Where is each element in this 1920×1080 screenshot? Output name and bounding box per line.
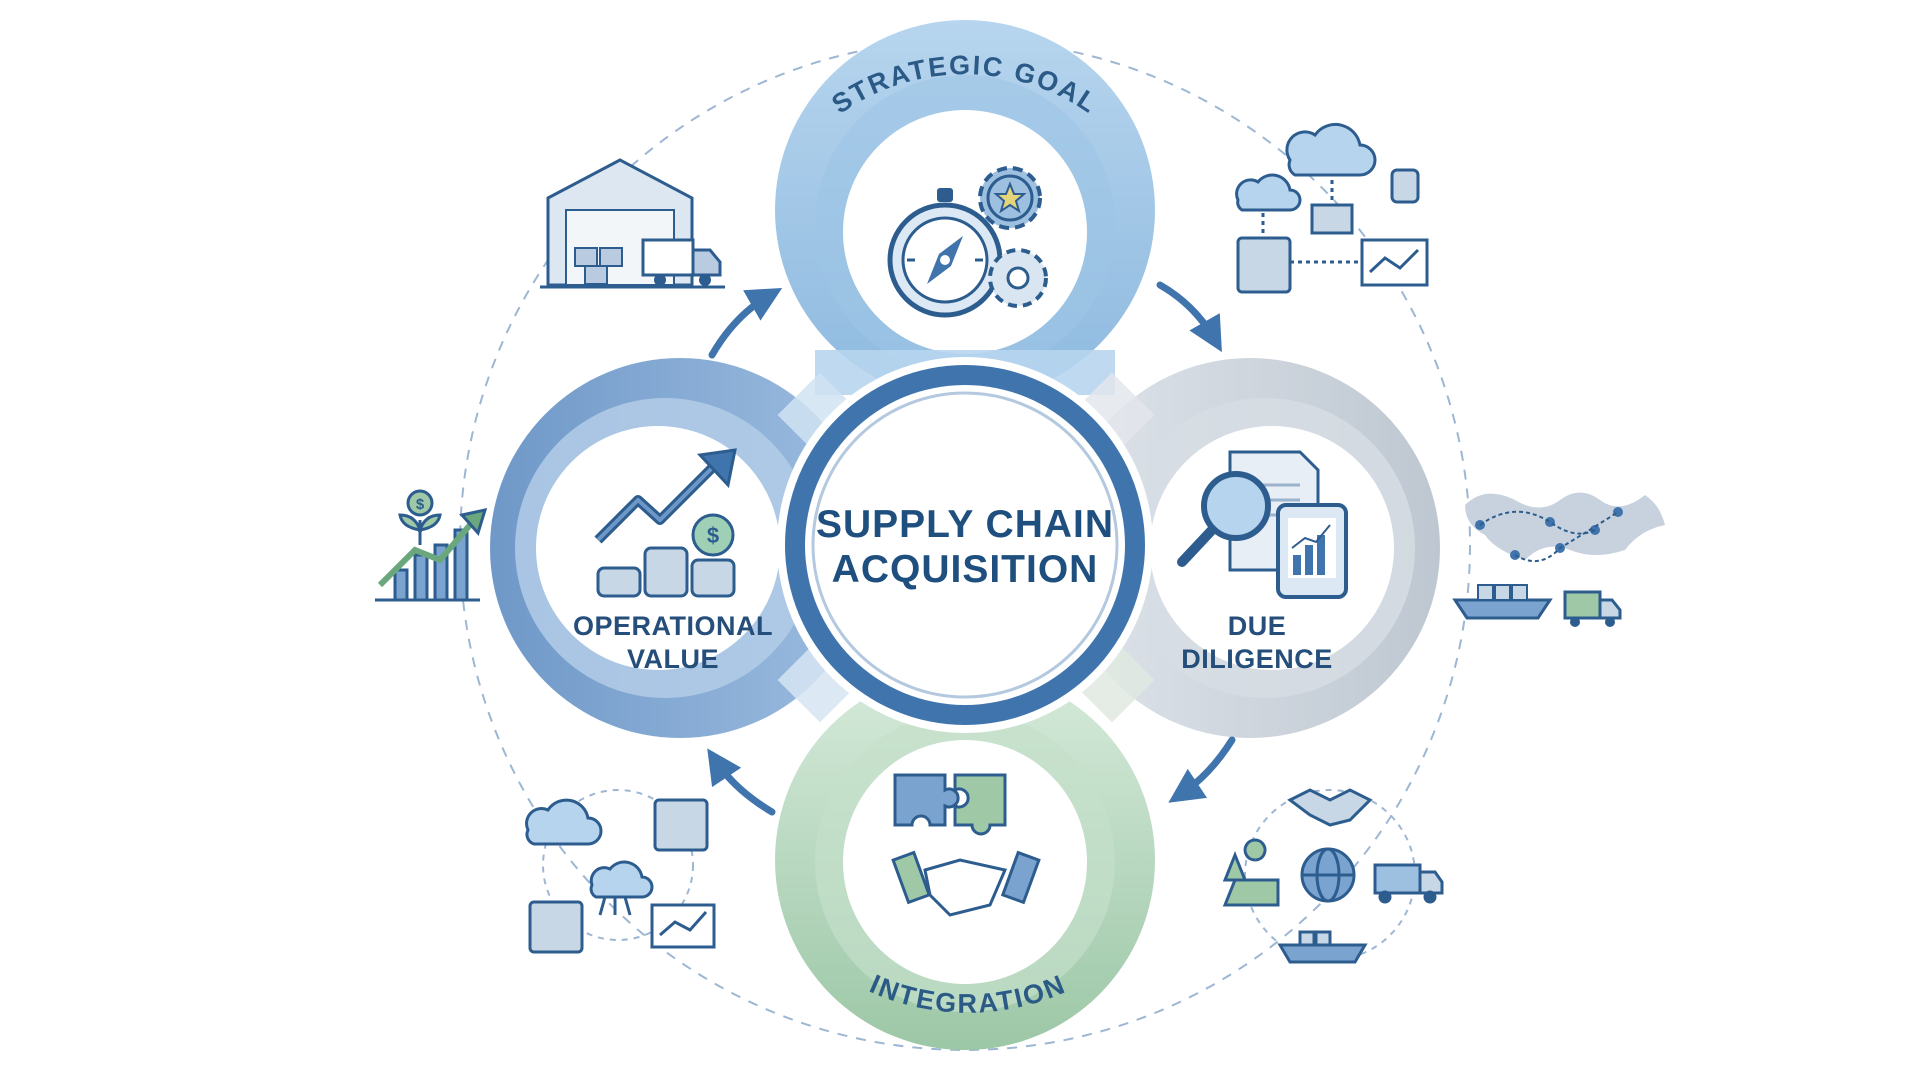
- world-map-logistics-icon: [1452, 492, 1665, 627]
- star-icon: [993, 181, 1027, 214]
- cycle-arrows: [707, 281, 1236, 816]
- due-diligence-label-line1: DUE: [1228, 611, 1287, 641]
- operational-value-label-line1: OPERATIONAL: [573, 611, 773, 641]
- arrow-right-to-bottom: [1168, 736, 1236, 803]
- handshake-icon: [891, 850, 1041, 917]
- svg-text:$: $: [707, 523, 719, 548]
- magnifier-icon: [1177, 471, 1271, 567]
- puzzle-icon: [893, 773, 1007, 836]
- center-hub: SUPPLY CHAIN ACQUISITION: [777, 357, 1153, 733]
- coin-stack-icon: [596, 546, 736, 598]
- global-partner-network-icon: [1222, 788, 1444, 964]
- growth-plant-chart-icon: $: [375, 489, 488, 602]
- svg-text:$: $: [416, 496, 425, 513]
- due-diligence-label-line2: DILIGENCE: [1181, 644, 1333, 674]
- center-title-line1: SUPPLY CHAIN: [816, 503, 1114, 546]
- operational-value-label-line2: VALUE: [627, 644, 719, 674]
- compass-icon: [887, 188, 1003, 318]
- dollar-coin-icon: $: [691, 513, 735, 557]
- arrow-left-to-top: [708, 288, 783, 359]
- gear-small-icon: [988, 248, 1048, 308]
- center-title-line2: ACQUISITION: [832, 548, 1099, 591]
- trend-arrow-icon: [594, 448, 737, 544]
- warehouse-truck-icon: [540, 158, 725, 289]
- cloud-network-icon: [1235, 122, 1429, 294]
- tablet-chart-icon: [1276, 503, 1348, 599]
- arrow-bottom-to-left: [707, 748, 776, 816]
- cloud-server-network-icon: [525, 789, 716, 954]
- arrow-top-to-right: [1156, 281, 1222, 353]
